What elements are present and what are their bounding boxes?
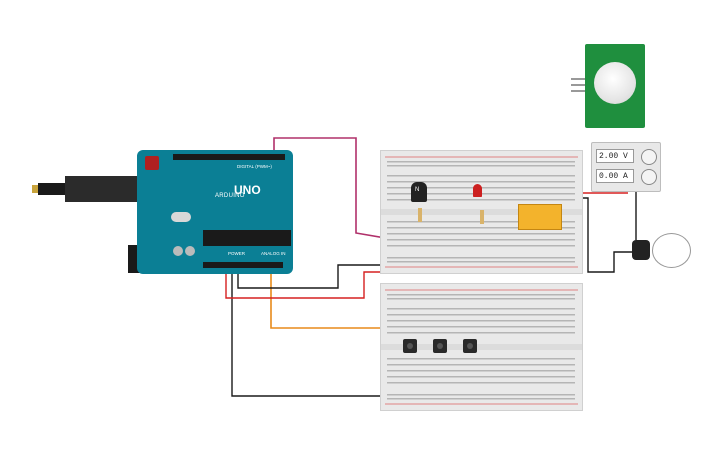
reset-button[interactable] — [145, 156, 159, 170]
capacitor-2 — [185, 246, 195, 256]
red-led[interactable] — [473, 184, 482, 197]
digital-pins-label: DIGITAL (PWM~) — [237, 164, 272, 169]
usb-cable[interactable] — [65, 176, 137, 202]
analog-pins-label: ANALOG IN — [261, 251, 286, 256]
dc-power-supply[interactable]: 2.00 V 0.00 A — [591, 142, 661, 192]
pir-pin-2 — [571, 84, 585, 86]
bulb-socket — [632, 240, 650, 260]
pir-pin-1 — [571, 78, 585, 80]
npn-transistor[interactable]: N — [411, 182, 427, 202]
power-pins-label: POWER — [228, 251, 246, 256]
current-knob[interactable] — [641, 169, 657, 185]
magenta-wire[interactable] — [273, 137, 386, 239]
relay-icon[interactable] — [518, 204, 562, 230]
power-analog-header — [203, 262, 283, 268]
resistor-2[interactable] — [480, 210, 484, 224]
arduino-model: UNO — [234, 183, 261, 197]
pushbutton-1[interactable] — [403, 339, 417, 353]
usb-connector-icon — [38, 183, 66, 195]
current-display: 0.00 A — [596, 169, 634, 183]
light-bulb-icon[interactable] — [652, 233, 691, 268]
pushbutton-2[interactable] — [433, 339, 447, 353]
transistor-label: N — [415, 187, 420, 193]
pir-sensor-icon[interactable] — [571, 44, 645, 128]
resistor-1[interactable] — [418, 208, 422, 222]
digital-header — [173, 154, 285, 160]
pir-dome — [594, 62, 636, 104]
crystal-oscillator — [171, 212, 191, 222]
black-wire-psu[interactable] — [570, 197, 632, 273]
breadboard-bottom-holes — [381, 289, 582, 405]
capacitor-1 — [173, 246, 183, 256]
red-wire-5v[interactable] — [225, 270, 392, 299]
arduino-brand: ARDUINO — [215, 193, 245, 199]
black-wire-gnd-1[interactable] — [231, 270, 392, 397]
voltage-display: 2.00 V — [596, 149, 634, 163]
black-wire-gnd-2[interactable] — [237, 264, 392, 289]
pushbutton-3[interactable] — [463, 339, 477, 353]
arduino-uno-board[interactable]: ARDUINO UNO DIGITAL (PWM~) POWER ANALOG … — [137, 150, 293, 274]
pir-pin-3 — [571, 90, 585, 92]
voltage-knob[interactable] — [641, 149, 657, 165]
usb-tip-gold — [32, 185, 40, 193]
atmega-chip — [203, 230, 291, 246]
